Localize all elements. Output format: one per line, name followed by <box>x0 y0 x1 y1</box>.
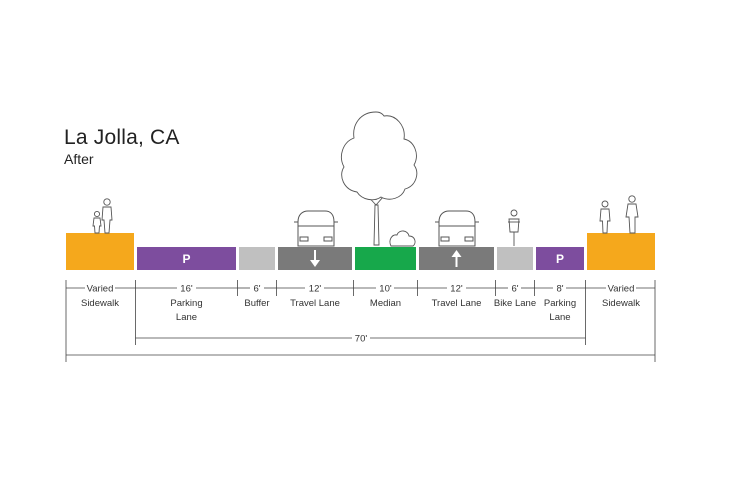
label-bike-lane: Bike Lane <box>494 298 536 309</box>
label-buffer: Buffer <box>244 298 269 309</box>
car-icon <box>294 210 338 247</box>
parking-sign-left: P <box>182 252 190 266</box>
diagram-title: La Jolla, CA <box>64 126 180 149</box>
dim-parking-left: 16' <box>180 284 193 295</box>
dim-total-width: 70' <box>355 334 368 345</box>
parking-sign-right: P <box>556 252 564 266</box>
dim-sidewalk-right: Varied <box>608 284 635 295</box>
pedestrian-icon <box>92 198 113 234</box>
label-travel-left: Travel Lane <box>290 298 340 309</box>
label-parking-left-2: Lane <box>176 312 197 323</box>
sidewalk-left-block <box>66 233 134 270</box>
car-icon <box>435 210 479 247</box>
label-sidewalk-right: Sidewalk <box>602 298 640 309</box>
dim-bike-lane: 6' <box>511 284 518 295</box>
tree-icon <box>341 111 418 246</box>
shrub-icon <box>389 230 416 247</box>
median-block <box>355 247 416 270</box>
dim-travel-right: 12' <box>450 284 463 295</box>
diagram-subtitle: After <box>64 151 94 167</box>
dim-travel-left: 12' <box>309 284 322 295</box>
dimension-lines <box>66 287 655 356</box>
dim-sidewalk-left: Varied <box>87 284 114 295</box>
label-sidewalk-left: Sidewalk <box>81 298 119 309</box>
bike-lane-block <box>497 247 533 270</box>
buffer-block <box>239 247 275 270</box>
up-arrow-icon <box>451 250 462 267</box>
dim-parking-right: 8' <box>556 284 563 295</box>
parking-right-block <box>536 247 584 270</box>
dim-median: 10' <box>379 284 392 295</box>
dim-buffer: 6' <box>253 284 260 295</box>
label-parking-left: Parking <box>170 298 202 309</box>
sidewalk-right-block <box>587 233 655 270</box>
parking-left-block <box>137 247 236 270</box>
label-parking-right: Parking <box>544 298 576 309</box>
down-arrow-icon <box>310 250 320 267</box>
label-travel-right: Travel Lane <box>432 298 482 309</box>
label-parking-right-2: Lane <box>549 312 570 323</box>
label-median: Median <box>370 298 401 309</box>
pedestrian-icon <box>599 195 639 234</box>
cyclist-icon <box>508 209 520 246</box>
